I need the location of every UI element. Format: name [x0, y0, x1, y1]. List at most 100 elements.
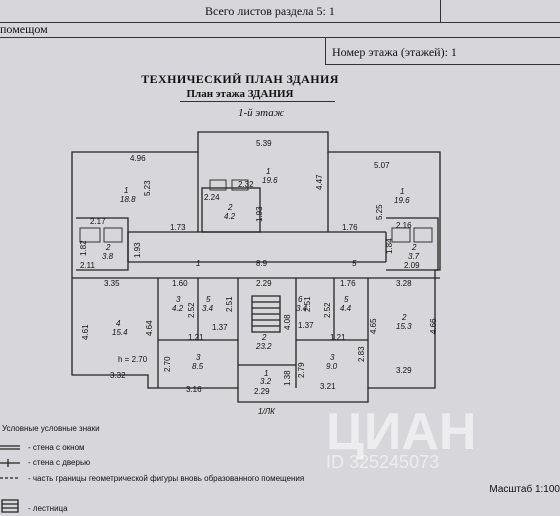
dim-cor-1: 1.73: [170, 223, 186, 232]
dim-mid-5: 3.28: [396, 279, 412, 288]
legend-item-window: - стена с окном: [28, 443, 85, 452]
dim-bot-138: 1.38: [283, 370, 292, 386]
room-2-area: 19.6: [262, 176, 278, 185]
dim-r-h2: 2.09: [404, 261, 420, 270]
dim-465: 4.65: [369, 318, 378, 334]
box-b: [201, 187, 261, 233]
dim-251b: 2.51: [303, 296, 312, 312]
fixture-left-2: [103, 227, 123, 243]
header-sep: [325, 37, 326, 64]
dim-cor-2: 8.9: [256, 259, 268, 268]
dim-bot-321: 3.21: [320, 382, 336, 391]
floor-number: Номер этажа (этажей): 1: [332, 45, 457, 59]
sheets-total: Всего листов раздела 5: 1: [205, 4, 335, 18]
outer-wall: [71, 131, 441, 403]
legend-title: Условные условные знаки: [2, 424, 100, 433]
room-a-area: 4.2: [224, 212, 236, 221]
floor-label: 1-й этаж: [238, 107, 284, 119]
dim-137: 1.37: [212, 323, 228, 332]
dim-top-c: 5.07: [374, 161, 390, 170]
corridor-num: 1: [196, 259, 200, 268]
dim-mid-3: 2.29: [256, 279, 272, 288]
page-subtitle: План этажа ЗДАНИЯ: [186, 88, 294, 100]
header-rule-3: [325, 64, 560, 65]
dim-cor-5: 1.93: [255, 206, 264, 222]
room-m7-area: 15.3: [396, 322, 412, 331]
dim-bot-329: 3.29: [396, 366, 412, 375]
dim-466: 4.66: [429, 318, 438, 334]
room-m5-area: 3.4: [296, 304, 308, 313]
legend-door-symbol: [0, 459, 20, 467]
room-m1-area: 15.4: [112, 328, 128, 337]
room-1-area: 18.8: [120, 195, 136, 204]
watermark-brand: ЦИАН: [326, 403, 477, 461]
scale-label: Масштаб 1:100: [489, 484, 560, 495]
fixture-mid-2: [231, 179, 249, 191]
room-3-area: 19.6: [394, 196, 410, 205]
dim-l-v: 1.82: [79, 240, 88, 256]
dim-top-b: 5.39: [256, 139, 272, 148]
room-m5-num: 6: [298, 295, 303, 304]
dim-bot-316: 3.16: [186, 385, 202, 394]
dim-c-v1: 5.25: [375, 204, 384, 220]
fixture-right-1: [391, 227, 411, 243]
dim-b-h2: 2.32: [238, 180, 254, 189]
legend-stair-symbol: [1, 499, 19, 513]
room-m2-num: 3: [176, 295, 181, 304]
room-l-area: 3.8: [102, 252, 114, 261]
legend-item-door: - стена с дверью: [28, 458, 91, 467]
room-a-num: 2: [227, 203, 233, 212]
fixture-right-2: [413, 227, 433, 243]
dim-bot-332: 3.32: [110, 371, 126, 380]
stair: [251, 295, 281, 333]
room-m6-num: 5: [344, 295, 349, 304]
dim-cor-4: 1.93: [133, 242, 142, 258]
room-3-num: 1: [400, 187, 404, 196]
dim-252: 2.52: [187, 302, 196, 318]
fixture-left-1: [79, 227, 101, 243]
room-r-num: 2: [411, 243, 417, 252]
room-m7-num: 2: [401, 313, 407, 322]
dim-mid-1: 3.35: [104, 279, 120, 288]
dim-top-a: 4.96: [130, 154, 146, 163]
room-m10-area: 3.2: [260, 377, 272, 386]
dim-r-h: 2.16: [396, 221, 412, 230]
room-m3-area: 3.4: [202, 304, 214, 313]
room-m10-num: 1: [264, 369, 268, 378]
room-number-label: помещом: [0, 22, 48, 36]
dim-251: 2.51: [225, 296, 234, 312]
dim-l-h2: 2.11: [80, 261, 96, 270]
legend-item-boundary: - часть границы геометрической фигуры вн…: [28, 474, 305, 483]
room-m1-num: 4: [116, 319, 121, 328]
room-1-num: 1: [124, 186, 128, 195]
room-r-area: 3.7: [408, 252, 420, 261]
dim-464: 4.64: [145, 320, 154, 336]
legend-window-symbol: [0, 445, 20, 450]
dim-r-v: 1.84: [385, 238, 394, 254]
dim-mid-2: 1.60: [172, 279, 188, 288]
dim-121: 1.21: [188, 333, 204, 342]
dim-408: 4.08: [283, 314, 292, 330]
lk-label: 1/ЛК: [258, 407, 276, 416]
dim-252b: 2.52: [323, 302, 332, 318]
room-l-num: 2: [105, 243, 111, 252]
wc-left: [76, 217, 129, 271]
fixture-mid-1: [209, 179, 227, 191]
corridor-num-2: 5: [352, 259, 357, 268]
wc-right: [386, 217, 439, 271]
dim-l-h: 2.17: [90, 217, 106, 226]
height-note: h = 2.70: [118, 355, 148, 364]
dim-137b: 1.37: [298, 321, 314, 330]
room-m3-num: 5: [206, 295, 211, 304]
dim-270: 2.70: [163, 356, 172, 372]
page-title: ТЕХНИЧЕСКИЙ ПЛАН ЗДАНИЯ: [141, 72, 339, 86]
room-m6-area: 4.4: [340, 304, 352, 313]
dim-bot-229: 2.29: [254, 387, 270, 396]
dim-279: 2.79: [297, 362, 306, 378]
dim-b-v: 4.47: [315, 174, 324, 190]
room-m8-num: 3: [196, 353, 201, 362]
subtitle-underline: [180, 101, 335, 102]
dim-cor-3: 1.76: [342, 223, 358, 232]
